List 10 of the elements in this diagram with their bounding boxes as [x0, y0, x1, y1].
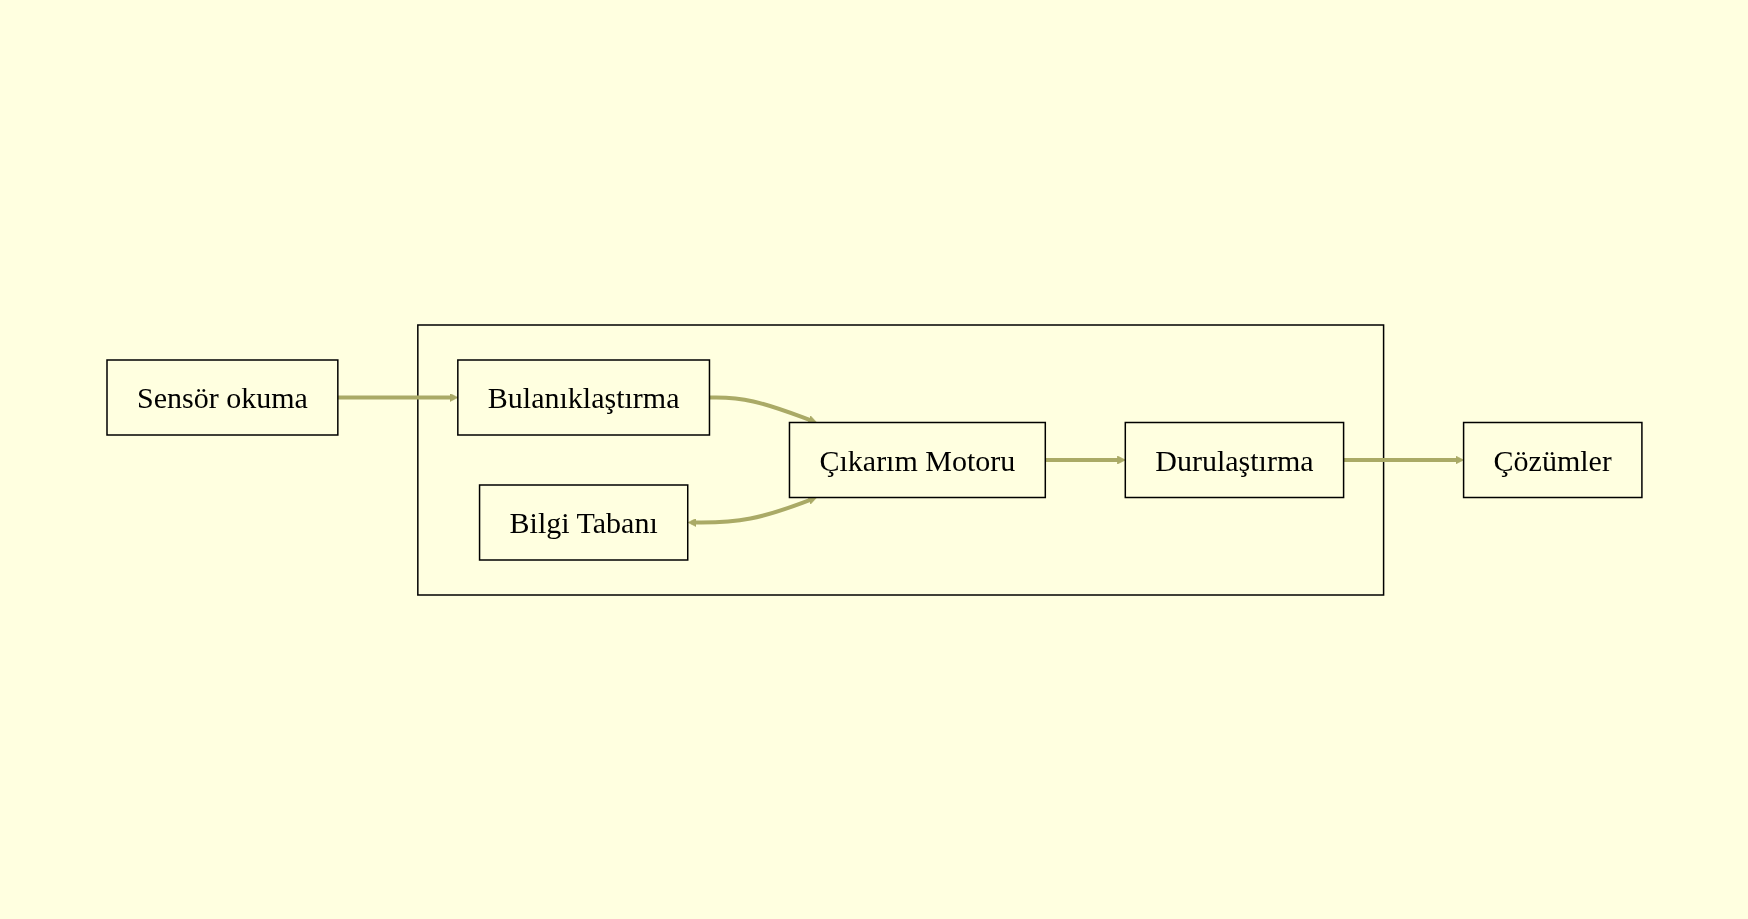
node-box: Durulaştırma: [1124, 421, 1344, 498]
node-box: Sensör okuma: [105, 358, 339, 436]
arrow: [1343, 455, 1464, 464]
arrow: [337, 392, 458, 402]
node-box: Çıkarım Motoru: [788, 421, 1046, 498]
cluster: [416, 323, 1384, 596]
node-box: Çözümler: [1462, 421, 1643, 498]
arrow: [709, 395, 817, 424]
node-box: Bilgi Tabanı: [478, 483, 689, 561]
node-box: Bulanıklaştırma: [456, 358, 710, 436]
